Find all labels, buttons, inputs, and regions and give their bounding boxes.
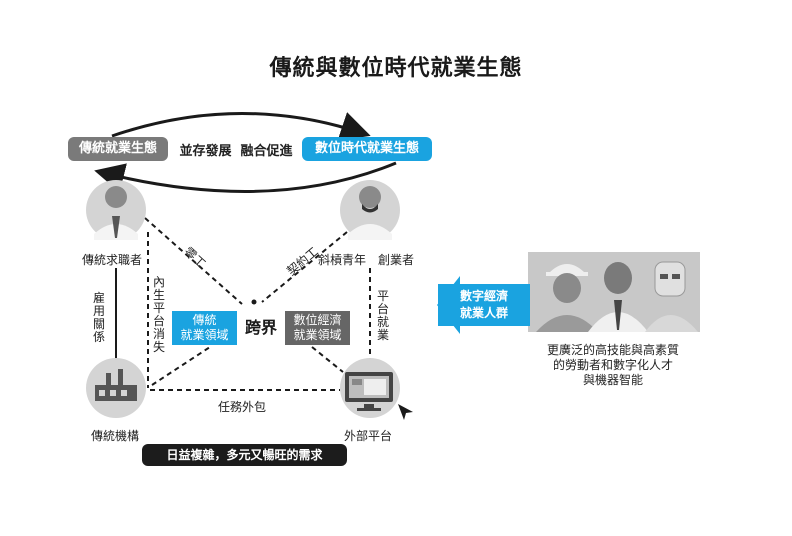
cycle-arrow-bottom: [94, 161, 397, 193]
demand-banner: 日益複雜，多元又暢旺的需求: [142, 444, 347, 466]
job-seeker-avatar: [86, 180, 146, 240]
dash-contract: [261, 231, 348, 303]
outsourcing-label: 任務外包: [218, 400, 267, 414]
platform-label: 外部平台: [344, 429, 393, 443]
job-seeker-label: 傳統求職者: [82, 253, 143, 267]
cross-dot: [251, 299, 257, 305]
platform-icon: [340, 358, 413, 420]
slash-youth-label: 斜槓青年: [318, 253, 367, 267]
workforce-illustration: [528, 252, 700, 332]
digital-domain-box: 數位經濟 就業領域: [285, 311, 350, 345]
employment-label: 雇用關係: [92, 291, 105, 344]
digital-workforce-callout: 數字經濟 就業人群: [438, 284, 530, 326]
institution-icon: [86, 358, 146, 418]
dash-center-to-platform: [311, 346, 344, 373]
dash-left-to-center: [151, 346, 211, 386]
cycle-arrow-top: [111, 112, 371, 141]
platform-work-label: 平台就業: [376, 289, 389, 342]
institution-label: 傳統機構: [91, 429, 140, 443]
coexist-text: 並存發展 融合促進: [179, 144, 293, 159]
traditional-ecosystem-pill: 傳統就業生態: [68, 137, 168, 161]
entrepreneur-label: 創業者: [378, 253, 415, 267]
digital-ecosystem-pill: 數位時代就業生態: [302, 137, 432, 161]
workforce-description: 更廣泛的高技能與高素質 的勞動者和數字化人才 與機器智能: [546, 343, 679, 387]
dash-gig: [144, 217, 243, 305]
page-title: 傳統與數位時代就業生態: [269, 56, 523, 81]
cross-border-label: 跨界: [237, 311, 285, 345]
entrepreneur-avatar: [340, 180, 400, 240]
traditional-domain-box: 傳統 就業領域: [172, 311, 237, 345]
platform-job-label: 內生平台消失: [152, 275, 165, 354]
